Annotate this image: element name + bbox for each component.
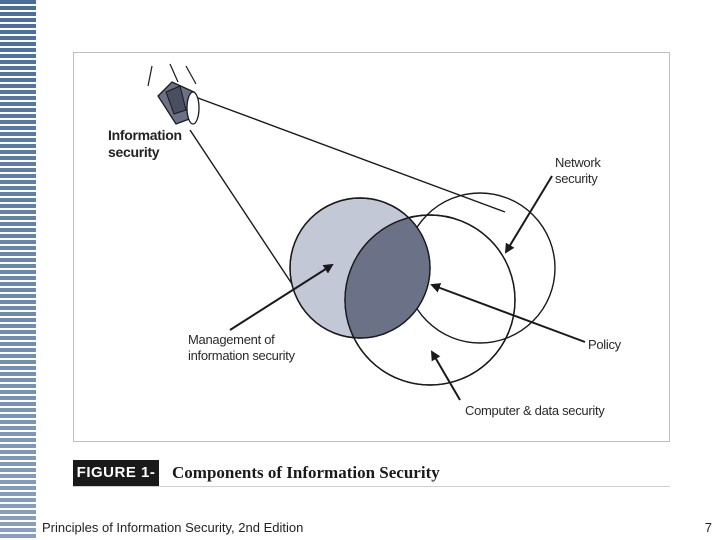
policy-overlap-region xyxy=(345,215,430,338)
spotlight-icon xyxy=(147,63,200,125)
caption-divider xyxy=(73,486,670,487)
beam-line-bottom xyxy=(189,129,297,291)
figure-number-badge: FIGURE 1-3 xyxy=(73,460,159,507)
label-information-security: Information security xyxy=(108,127,182,160)
page-number: 7 xyxy=(704,520,712,535)
label-policy: Policy xyxy=(588,337,621,352)
figure-caption: Components of Information Security xyxy=(172,463,440,482)
label-network-security: Network security xyxy=(555,155,601,186)
arrow-management xyxy=(229,263,334,331)
computer-data-circle-outline xyxy=(344,214,516,386)
beam-line-top xyxy=(197,97,506,213)
arrow-policy xyxy=(430,283,586,343)
side-stripe-decoration xyxy=(0,0,36,540)
management-circle-outline xyxy=(289,197,431,339)
arrow-computer-data xyxy=(430,350,461,401)
footer-title: Principles of Information Security, 2nd … xyxy=(42,520,304,535)
label-computer-data-security: Computer & data security xyxy=(465,403,605,418)
label-management: Management of information security xyxy=(188,332,295,363)
arrow-network xyxy=(504,175,553,254)
